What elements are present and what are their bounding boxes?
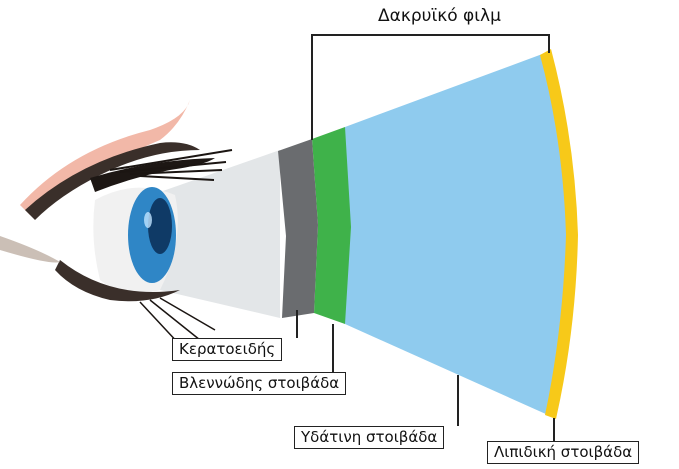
aqueous-layer-label: Υδάτινη στοιβάδα [294,426,444,449]
mucous-layer-label: Βλεννώδης στοιβάδα [172,372,346,395]
cornea-region [278,139,318,318]
tear-film-title: Δακρυϊκό φιλμ [378,6,501,26]
cornea-label: Κερατοειδής [172,338,282,361]
lipid-layer-label: Λιπιδική στοιβάδα [487,441,639,464]
light-beam [160,150,280,318]
aqueous-layer-region [345,53,574,415]
